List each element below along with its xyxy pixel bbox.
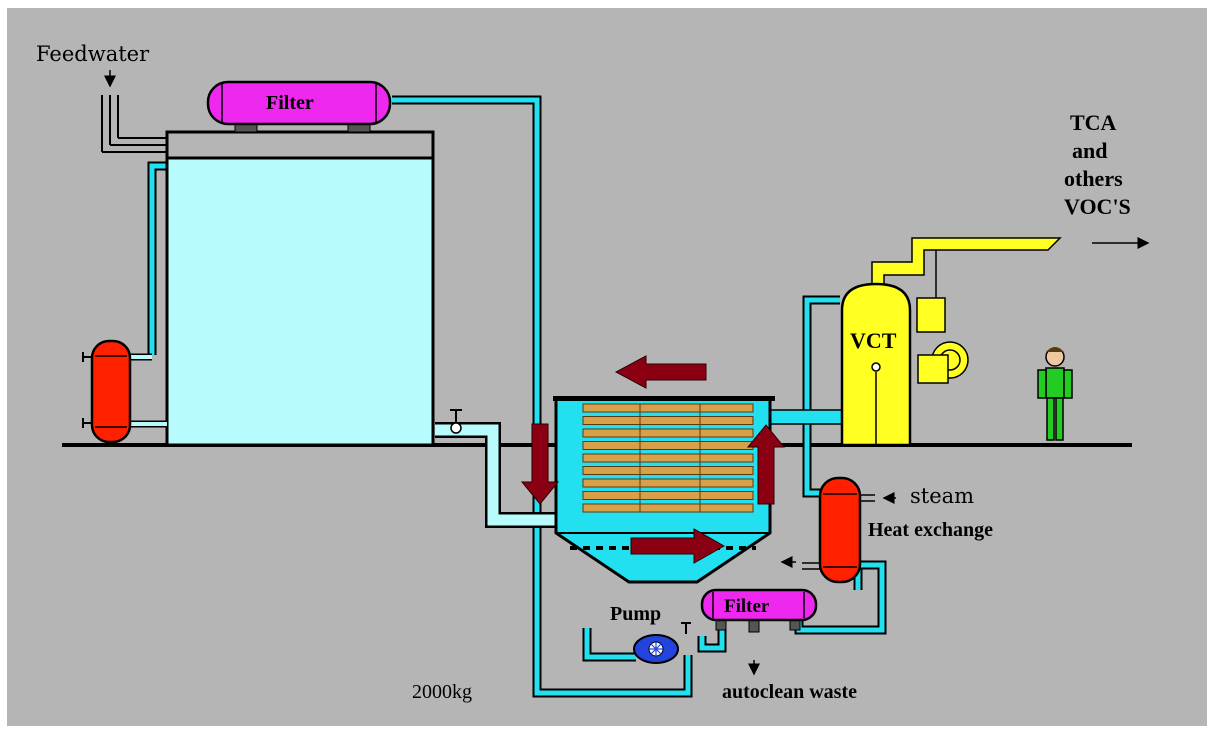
feedwater-label: Feedwater (36, 42, 150, 66)
bottom-filter (700, 588, 818, 633)
basket-tray (582, 403, 754, 413)
heat-exchange-label: Heat exchange (868, 519, 993, 541)
pump-label: Pump (610, 603, 662, 625)
basket-tray (582, 416, 754, 425)
flow-arrow-left (614, 355, 707, 389)
voc-label-line3: others (1064, 166, 1123, 191)
voc-label-line1: TCA (1070, 110, 1117, 135)
voc-label-line4: VOC'S (1064, 194, 1131, 219)
capacity-label: 2000kg (412, 681, 472, 703)
main-tank (165, 130, 435, 447)
left-heater (82, 339, 167, 444)
basket-tray (582, 441, 754, 450)
bottom-filter-label: Filter (724, 596, 770, 617)
basket-trays (582, 403, 754, 513)
vct-column (840, 237, 1062, 447)
top-filter (206, 80, 392, 133)
basket-tray (582, 428, 754, 438)
top-filter-label: Filter (266, 92, 314, 114)
basket-tray (582, 453, 754, 463)
flow-arrow-right (630, 528, 726, 564)
autoclean-waste-label: autoclean waste (722, 681, 857, 703)
basket-tray (582, 478, 754, 488)
flow-arrows (520, 355, 786, 564)
vct-label: VCT (850, 328, 897, 353)
heat-exchanger (802, 476, 875, 584)
pump (633, 622, 691, 664)
tank-outlet-pipe (435, 424, 560, 526)
flow-arrow-down (520, 423, 560, 505)
flow-arrow-up (746, 424, 786, 505)
basket-tray (582, 466, 754, 475)
operator-person (1037, 347, 1073, 441)
outlet-valve (450, 409, 462, 434)
feedwater-inlet (101, 95, 168, 153)
steam-label: steam (910, 484, 975, 508)
pipes (149, 97, 885, 696)
voc-label-line2: and (1072, 138, 1108, 163)
vapor-pipe (769, 409, 843, 425)
basket-tray (582, 491, 754, 500)
basket-tray (582, 503, 754, 513)
